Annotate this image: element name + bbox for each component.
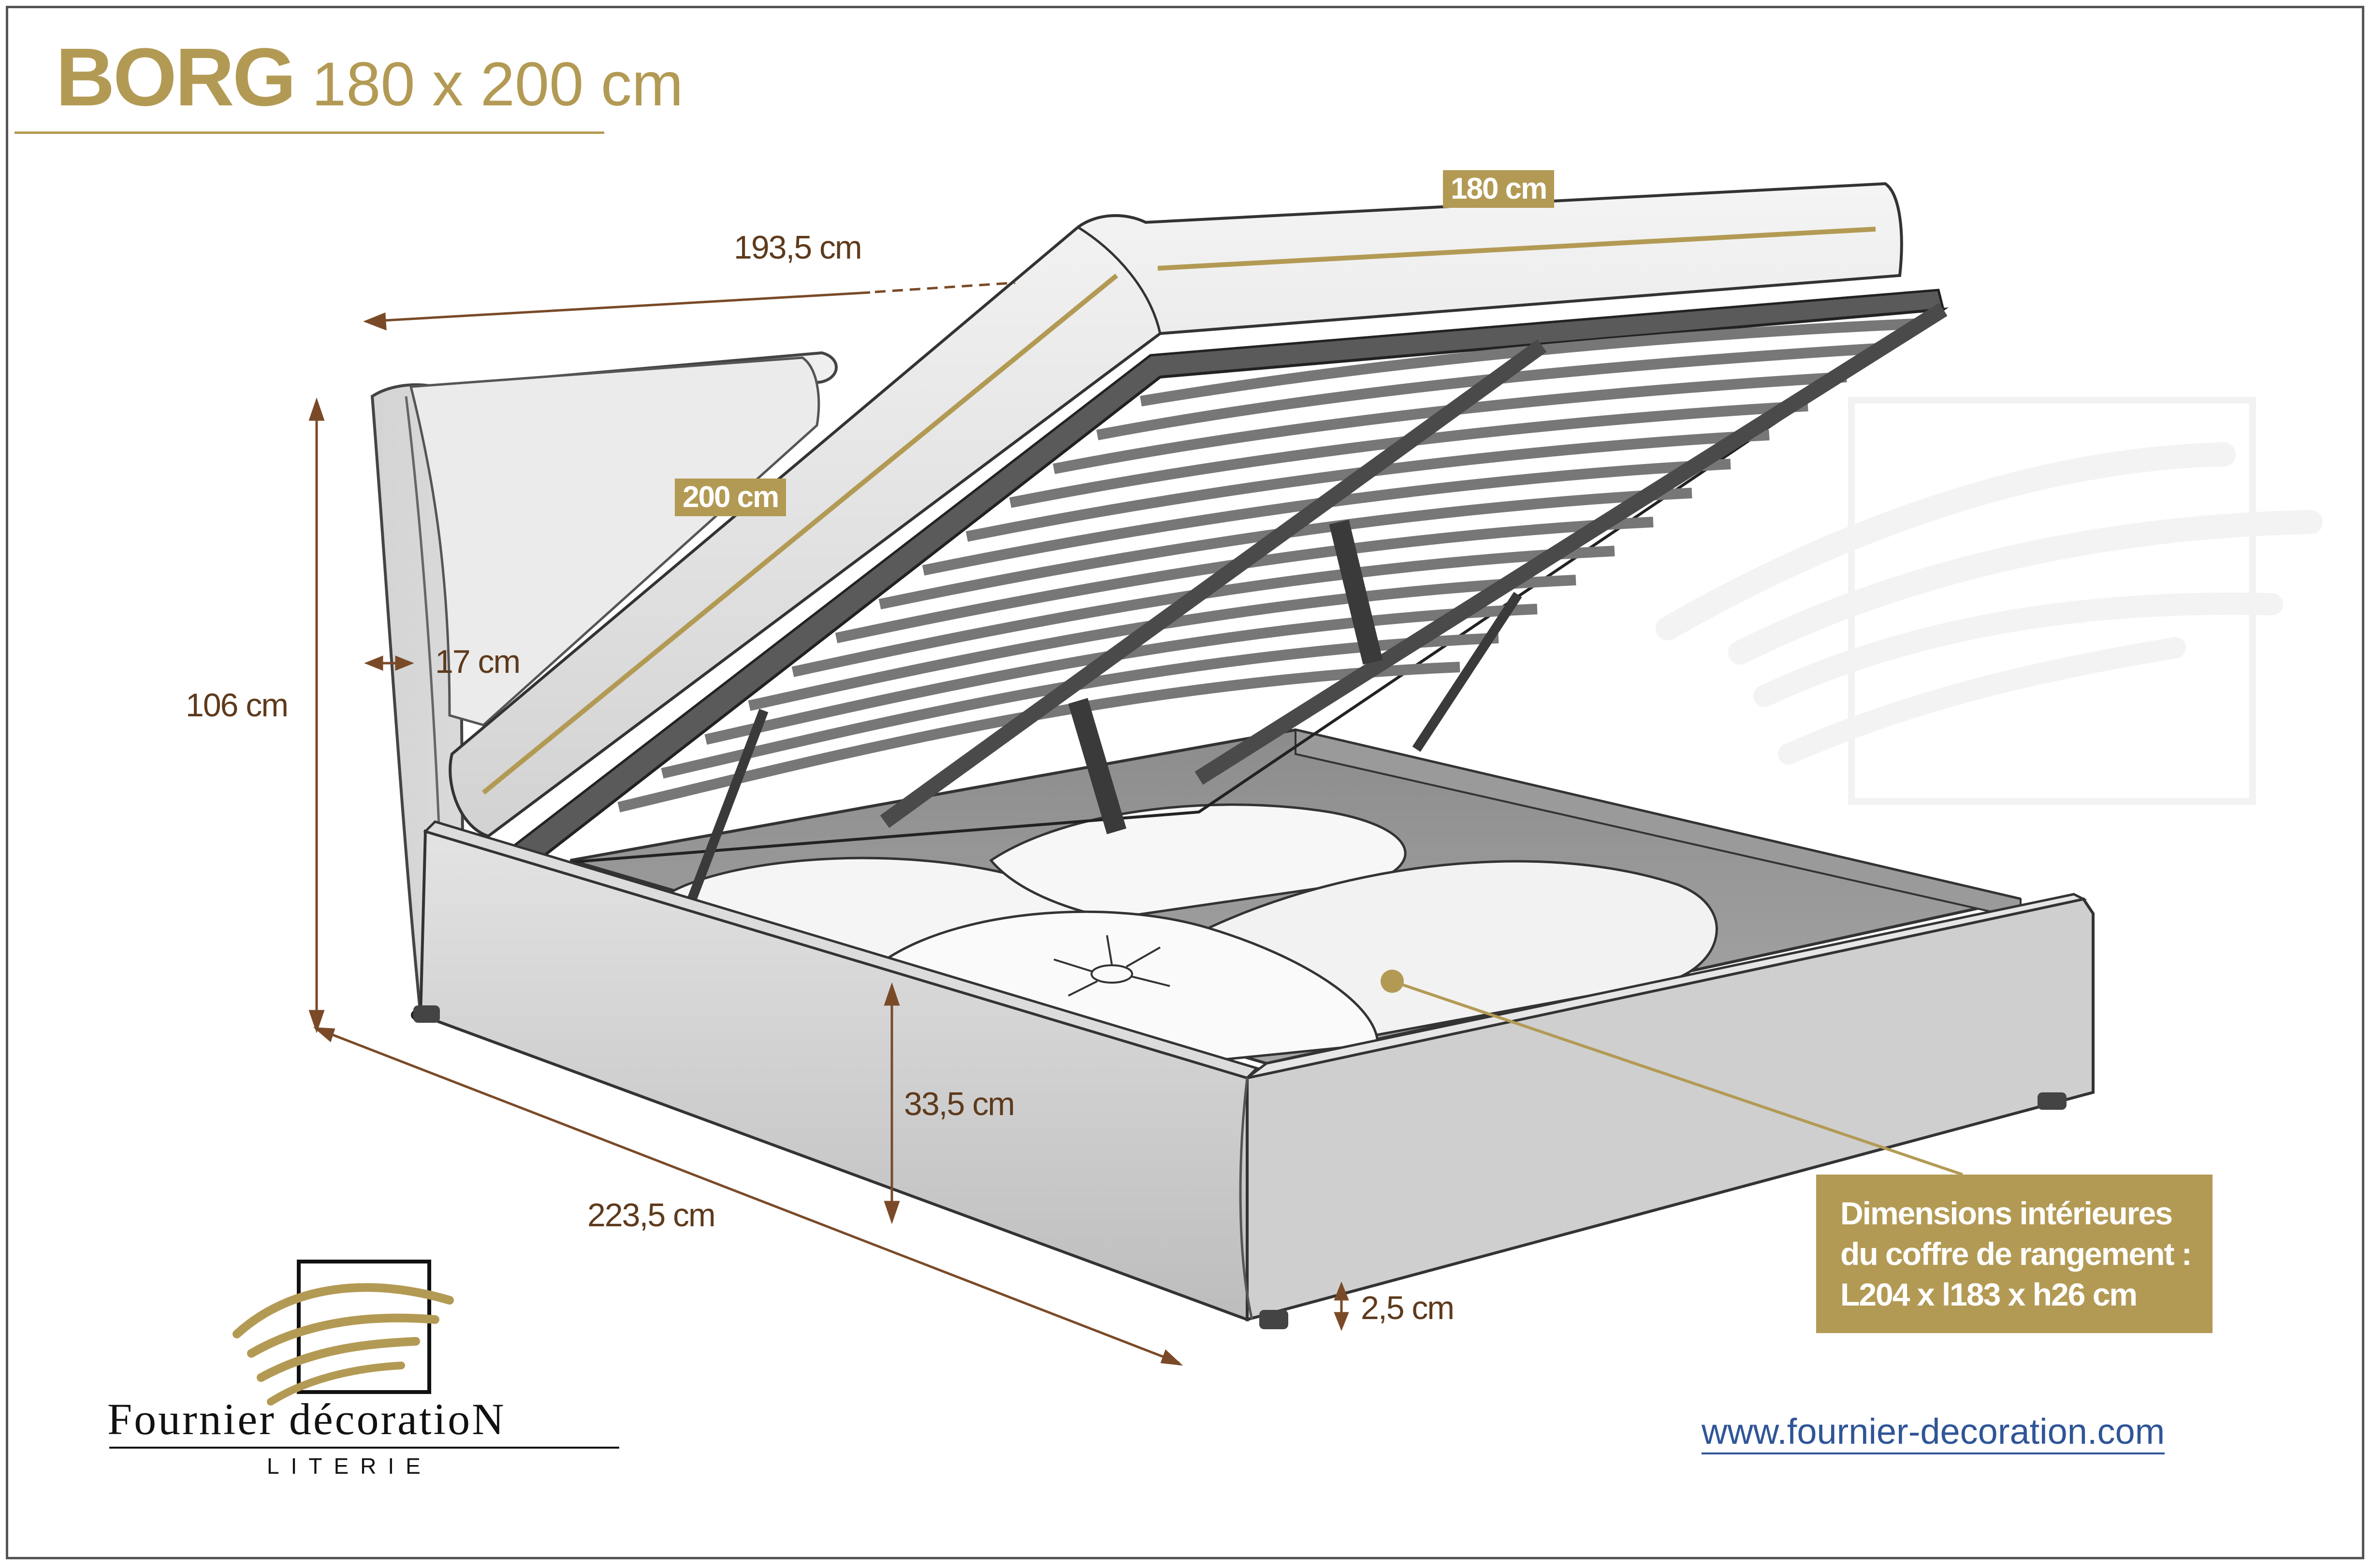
title-underline — [15, 131, 604, 134]
dim-width-open: 180 cm — [1443, 170, 1555, 208]
brand-underline — [109, 1447, 619, 1449]
brand-logo-icon — [233, 1260, 454, 1406]
storage-info-box: Dimensions intérieures du coffre de rang… — [1816, 1175, 2213, 1333]
product-name: BORG — [56, 31, 296, 123]
dim-foot-height: 2,5 cm — [1361, 1290, 1455, 1326]
dim-length-open: 200 cm — [675, 479, 786, 516]
watermark-logo-icon — [1656, 397, 2323, 805]
storage-line-2: du coffre de rangement : — [1840, 1236, 2192, 1272]
brand-subtitle: LITERIE — [267, 1453, 432, 1479]
dim-height-total: 106 cm — [186, 687, 289, 724]
dim-frame-height: 33,5 cm — [904, 1086, 1015, 1122]
website-link[interactable]: www.fournier-decoration.com — [1702, 1414, 2165, 1454]
pillow-star-icon — [1053, 935, 1170, 997]
storage-line-3: L204 x l183 x h26 cm — [1840, 1277, 2138, 1312]
dim-headboard-thickness: 17 cm — [435, 643, 521, 680]
brand-name: Fournier décoratioN — [107, 1394, 506, 1444]
dim-headboard-depth: 193,5 cm — [734, 229, 862, 266]
dim-length-total: 223,5 cm — [587, 1197, 716, 1234]
outer-frame — [6, 6, 2364, 1559]
storage-line-1: Dimensions intérieures — [1840, 1195, 2173, 1231]
product-size: 180 x 200 cm — [312, 50, 684, 119]
